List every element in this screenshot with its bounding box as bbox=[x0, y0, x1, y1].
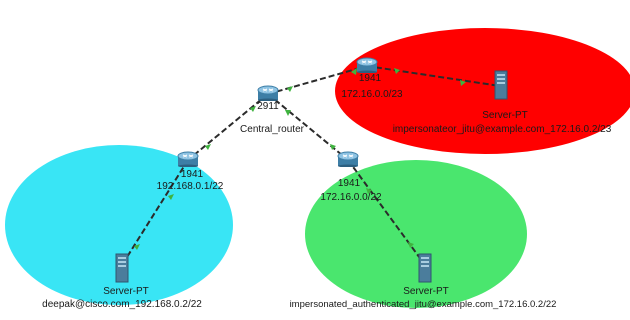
link-status-up-marker bbox=[205, 144, 211, 150]
link-status-up-marker bbox=[287, 86, 293, 92]
link-status-up-marker bbox=[285, 110, 291, 116]
router-icon bbox=[177, 151, 199, 168]
server-s-left[interactable] bbox=[115, 253, 129, 283]
zone-red-network bbox=[335, 28, 630, 154]
link-r-top-to-s-top[interactable] bbox=[366, 65, 501, 87]
link-r-left-to-s-left[interactable] bbox=[121, 159, 189, 266]
link-central-to-r-left[interactable] bbox=[187, 93, 269, 161]
server-icon bbox=[418, 253, 432, 283]
link-r-mid-to-s-mid[interactable] bbox=[347, 159, 426, 266]
link-status-up-marker bbox=[460, 80, 466, 86]
router-central[interactable] bbox=[257, 85, 279, 102]
server-icon bbox=[494, 70, 508, 100]
link-status-up-marker bbox=[394, 68, 400, 74]
router-icon bbox=[337, 151, 359, 168]
router-icon bbox=[257, 85, 279, 102]
link-status-up-marker bbox=[134, 244, 140, 250]
router-r-left[interactable] bbox=[177, 151, 199, 168]
router-r-top[interactable] bbox=[356, 57, 378, 74]
server-s-mid[interactable] bbox=[418, 253, 432, 283]
router-icon bbox=[356, 57, 378, 74]
link-status-up-marker bbox=[250, 106, 256, 112]
link-status-up-marker bbox=[330, 144, 336, 150]
link-status-up-marker bbox=[366, 188, 372, 194]
link-central-to-r-top[interactable] bbox=[267, 65, 368, 95]
link-status-up-marker bbox=[168, 194, 174, 200]
server-s-top[interactable] bbox=[494, 70, 508, 100]
router-r-mid[interactable] bbox=[337, 151, 359, 168]
link-status-up-marker bbox=[408, 242, 414, 248]
server-icon bbox=[115, 253, 129, 283]
zone-green-network bbox=[305, 160, 527, 308]
link-central-to-r-mid[interactable] bbox=[267, 93, 349, 161]
link-status-up-marker bbox=[351, 68, 357, 75]
